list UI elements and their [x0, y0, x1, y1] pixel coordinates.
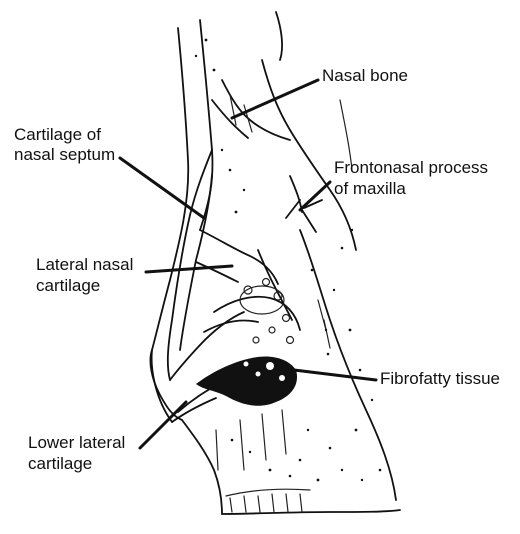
leader-cartilage-septum [120, 158, 204, 218]
label-frontonasal-line1: Frontonasal process [334, 158, 488, 177]
label-fibrofatty-tissue: Fibrofatty tissue [380, 369, 500, 388]
label-lower-lateral-line2: cartilage [28, 454, 92, 473]
label-lateral-nasal-line1: Lateral nasal [36, 255, 133, 274]
nose-drawing [150, 12, 400, 514]
leader-frontonasal [300, 182, 330, 210]
label-cartilage-septum-line1: Cartilage of [14, 125, 101, 144]
leader-fibrofatty [294, 370, 376, 380]
label-lateral-nasal-line2: cartilage [36, 276, 100, 295]
leader-lateral-nasal [146, 266, 232, 272]
labels: Nasal bone Cartilage of nasal septum Fro… [14, 66, 500, 473]
leader-nasal-bone [232, 80, 318, 118]
label-nasal-bone: Nasal bone [322, 66, 408, 85]
label-lower-lateral-line1: Lower lateral [28, 433, 125, 452]
label-cartilage-septum-line2: nasal septum [14, 145, 115, 164]
label-frontonasal-line2: of maxilla [334, 179, 406, 198]
